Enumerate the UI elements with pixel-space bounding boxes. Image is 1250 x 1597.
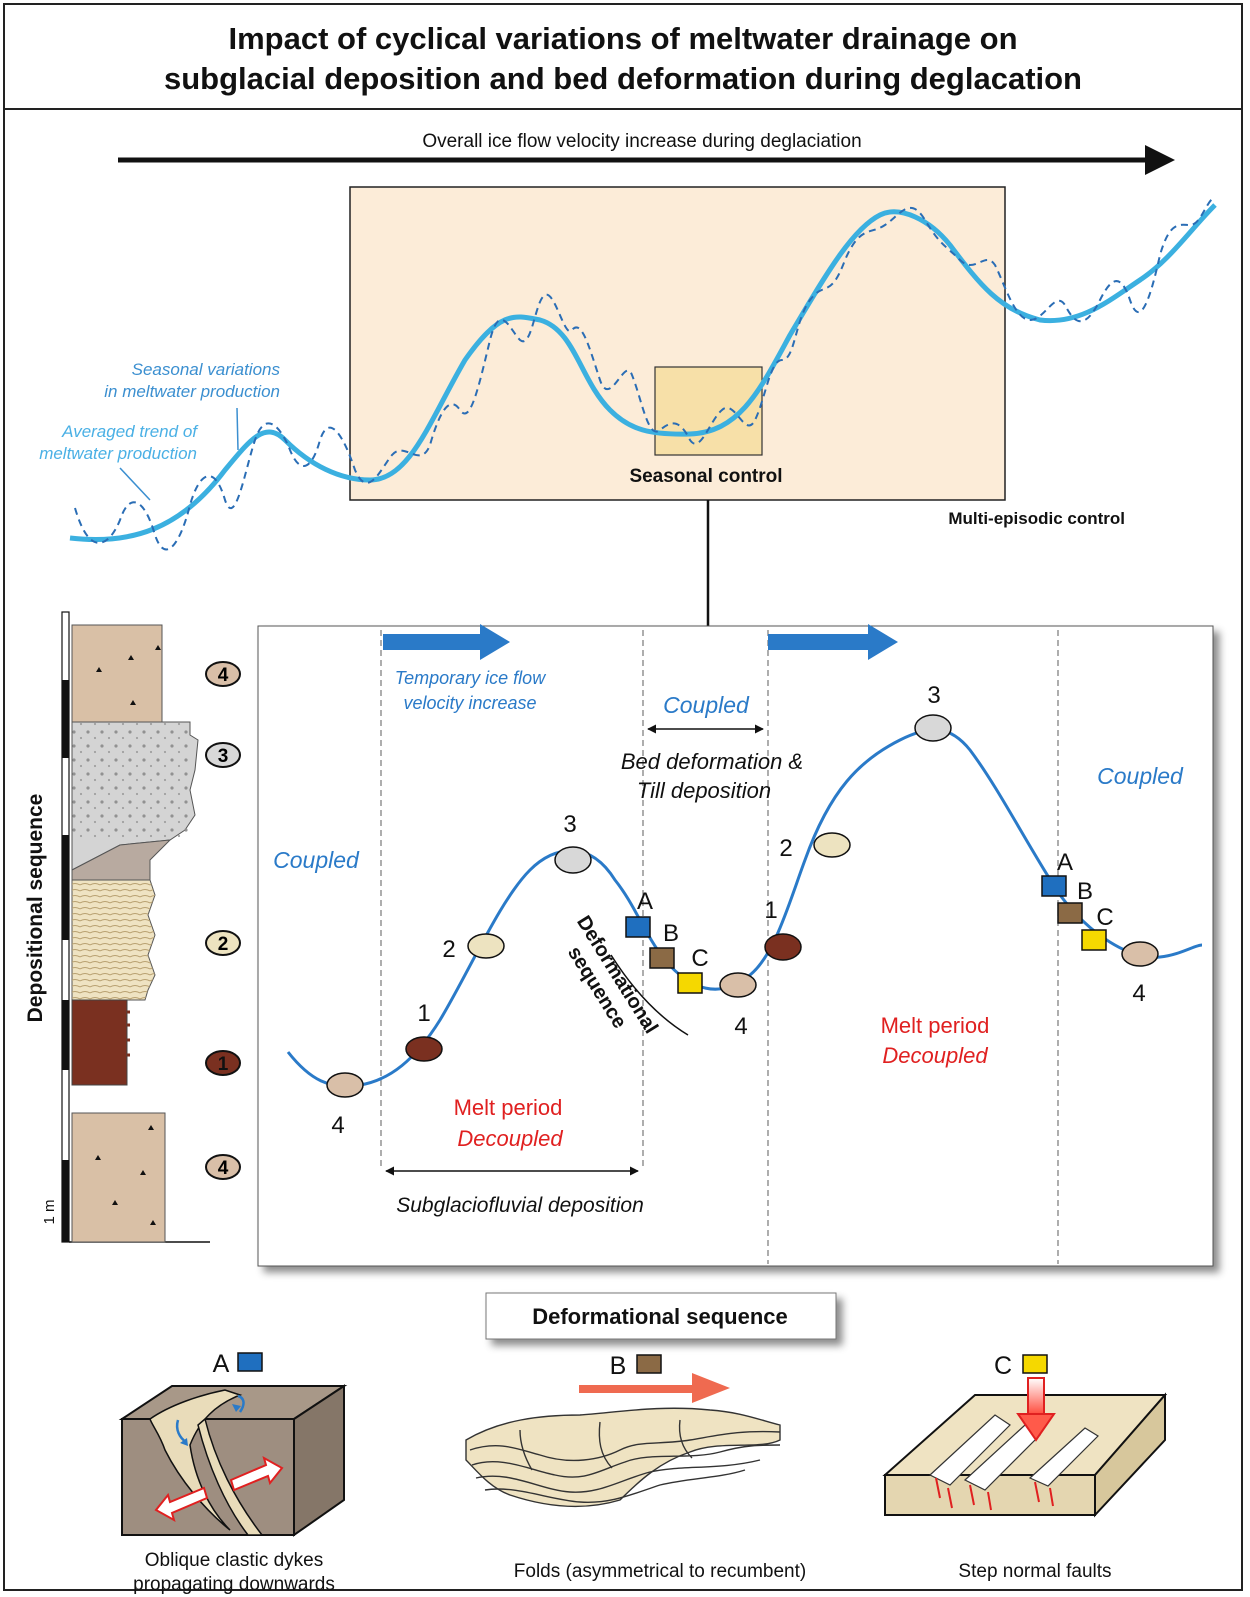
multi-episodic-label: Multi-episodic control bbox=[948, 509, 1125, 528]
seasonal-leader-line bbox=[236, 407, 239, 451]
stage-4-oval bbox=[326, 1072, 364, 1098]
averaged-leader-line bbox=[119, 467, 151, 501]
averaged-label-line2: meltwater production bbox=[39, 444, 197, 463]
stage-4-oval-3 bbox=[1121, 941, 1159, 967]
block-c-square bbox=[1022, 1354, 1048, 1374]
block-c-letter: C bbox=[994, 1352, 1012, 1380]
label-2-a: 2 bbox=[442, 936, 455, 963]
stage-1-oval-2 bbox=[764, 933, 802, 961]
label-a-a: A bbox=[637, 888, 653, 915]
overall-velocity-arrow bbox=[118, 145, 1175, 175]
temporary-label-line2: velocity increase bbox=[403, 693, 536, 713]
temporary-label-line1: Temporary ice flow bbox=[395, 668, 546, 688]
deformational-heading-box bbox=[485, 1292, 837, 1340]
coupled-right-label: Coupled bbox=[1097, 763, 1184, 789]
log-unit-1: 1 bbox=[205, 1050, 241, 1076]
stage-c-square-2 bbox=[1081, 929, 1107, 951]
label-2-b: 2 bbox=[779, 835, 792, 862]
block-a-letter: A bbox=[213, 1350, 230, 1378]
seasonal-label-line1: Seasonal variations bbox=[132, 360, 281, 379]
seasonal-control-label: Seasonal control bbox=[629, 466, 782, 487]
label-c-a: C bbox=[691, 945, 708, 972]
velocity-arrow-label: Overall ice flow velocity increase durin… bbox=[422, 131, 861, 152]
svg-text:3: 3 bbox=[218, 746, 229, 767]
svg-text:4: 4 bbox=[218, 665, 229, 686]
stage-b-square bbox=[649, 947, 675, 969]
block-b-caption: Folds (asymmetrical to recumbent) bbox=[514, 1561, 806, 1582]
deformational-bracket bbox=[610, 954, 689, 1036]
label-b-b: B bbox=[1077, 878, 1093, 905]
decoupled-1: Decoupled bbox=[457, 1126, 563, 1151]
bed-deformation-label-1: Bed deformation & bbox=[621, 749, 803, 774]
log-unit-4-bottom: 4 bbox=[205, 1154, 241, 1180]
normal-fault-block bbox=[882, 1377, 1168, 1518]
stage-b-square-2 bbox=[1057, 902, 1083, 924]
label-1-b: 1 bbox=[764, 897, 777, 924]
temporary-velocity-arrow-1 bbox=[383, 624, 510, 660]
stage-3-oval-2 bbox=[914, 714, 952, 742]
deformational-heading: Deformational sequence bbox=[532, 1304, 788, 1329]
melt-period-1: Melt period bbox=[454, 1095, 563, 1120]
coupled-mid-label: Coupled bbox=[663, 692, 750, 718]
label-4-b: 4 bbox=[734, 1013, 747, 1040]
subglaciofluvial-label: Subglaciofluvial deposition bbox=[396, 1194, 644, 1217]
label-3-b: 3 bbox=[927, 682, 940, 709]
svg-text:2: 2 bbox=[218, 934, 229, 955]
block-a-caption-2: propagating downwards bbox=[133, 1574, 335, 1595]
seasonal-control-box bbox=[654, 366, 763, 456]
stage-2-oval-2 bbox=[813, 832, 851, 858]
label-a-b: A bbox=[1057, 849, 1073, 876]
log-unit-2: 2 bbox=[205, 930, 241, 956]
label-b-a: B bbox=[663, 920, 679, 947]
bed-deformation-label-2: Till deposition bbox=[637, 778, 771, 803]
fold-shear-arrow bbox=[579, 1373, 730, 1403]
clastic-dyke-block bbox=[118, 1384, 348, 1537]
svg-text:1: 1 bbox=[218, 1054, 229, 1075]
label-3-a: 3 bbox=[563, 811, 576, 838]
stage-1-oval bbox=[405, 1036, 443, 1062]
coupled-left-label: Coupled bbox=[273, 847, 360, 873]
figure-frame: Impact of cyclical variations of meltwat… bbox=[3, 3, 1243, 1591]
averaged-label-line1: Averaged trend of bbox=[61, 422, 199, 441]
decoupled-2: Decoupled bbox=[882, 1043, 988, 1068]
label-1-a: 1 bbox=[417, 1000, 430, 1027]
title-line-1: Impact of cyclical variations of meltwat… bbox=[228, 21, 1018, 56]
stage-c-square bbox=[677, 972, 703, 994]
label-c-b: C bbox=[1096, 904, 1113, 931]
page-title: Impact of cyclical variations of meltwat… bbox=[5, 19, 1241, 99]
title-divider bbox=[5, 108, 1241, 110]
block-c-caption: Step normal faults bbox=[958, 1561, 1111, 1582]
stage-3-oval bbox=[554, 846, 592, 874]
temporary-velocity-arrow-2 bbox=[768, 624, 898, 660]
label-4-c: 4 bbox=[1132, 980, 1145, 1007]
averaged-trend-curve bbox=[69, 203, 1217, 543]
log-scale-label: 1 m bbox=[41, 1199, 58, 1224]
stratigraphic-log bbox=[61, 611, 210, 1243]
svg-text:4: 4 bbox=[218, 1158, 229, 1179]
stage-2-oval bbox=[467, 933, 505, 959]
melt-period-2: Melt period bbox=[881, 1013, 990, 1038]
seasonal-label-line2: in meltwater production bbox=[104, 382, 280, 401]
block-a-square bbox=[237, 1352, 263, 1372]
log-unit-4-top: 4 bbox=[205, 661, 241, 687]
stage-a-square-2 bbox=[1041, 875, 1067, 897]
block-b-letter: B bbox=[610, 1352, 627, 1380]
fold-block bbox=[465, 1407, 781, 1508]
label-4-a: 4 bbox=[331, 1112, 344, 1139]
log-unit-3: 3 bbox=[205, 742, 241, 768]
main-panel bbox=[257, 625, 1214, 1267]
log-axis-label: Depositional sequence bbox=[24, 794, 47, 1023]
block-b-square bbox=[636, 1354, 662, 1374]
stage-a-square bbox=[625, 916, 651, 938]
block-a-caption-1: Oblique clastic dykes bbox=[145, 1550, 323, 1571]
stage-4-oval-2 bbox=[719, 972, 757, 998]
title-line-2: subglacial deposition and bed deformatio… bbox=[163, 61, 1082, 96]
